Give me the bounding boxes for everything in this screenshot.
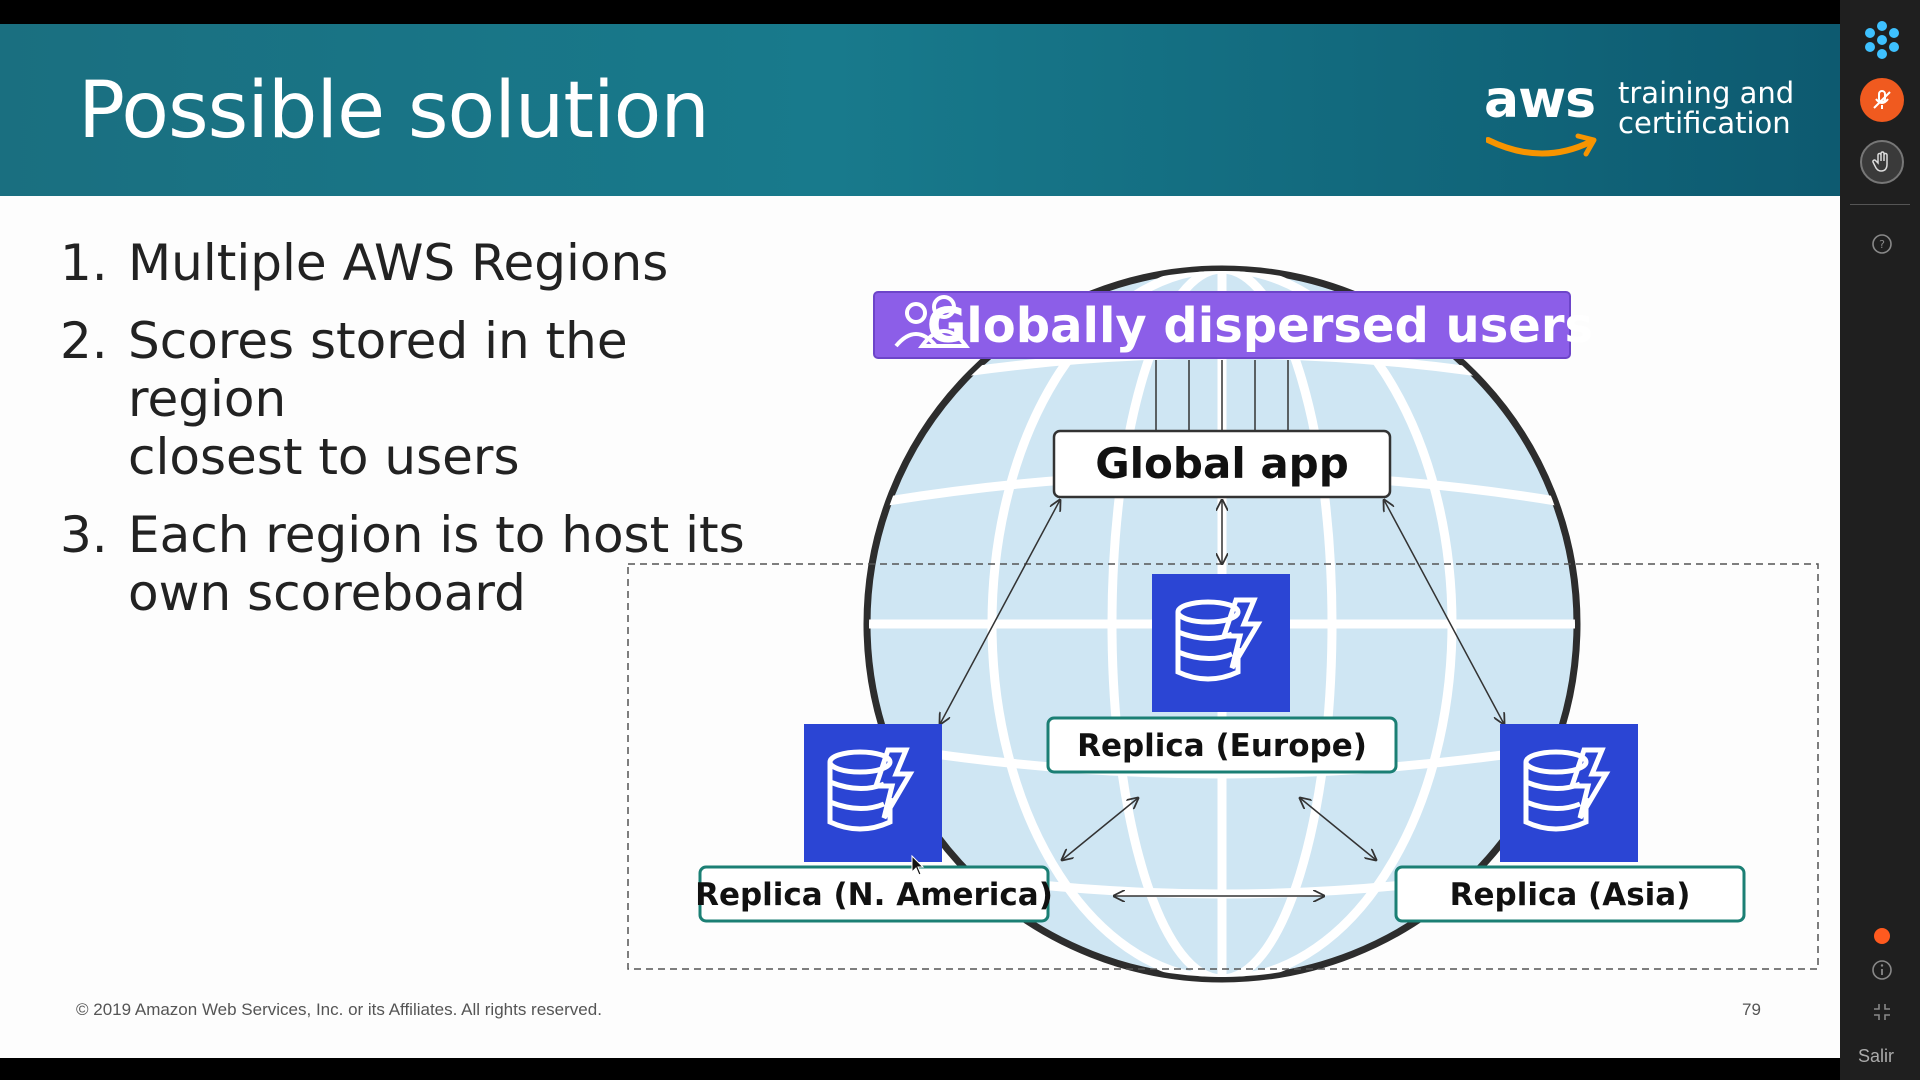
aws-tagline-line2: certification (1618, 106, 1791, 140)
replica-asia-label: Replica (Asia) (1450, 877, 1691, 913)
users-group-icon (894, 295, 970, 348)
list-line: Multiple AWS Regions (128, 234, 669, 292)
app-logo-icon[interactable] (1860, 18, 1904, 62)
page-number: 79 (1742, 1000, 1761, 1019)
dynamodb-icon (804, 724, 942, 862)
copyright-footer: © 2019 Amazon Web Services, Inc. or its … (76, 1000, 602, 1019)
aws-tagline: training and certification (1618, 78, 1838, 138)
list-number: 1. (60, 234, 108, 292)
aws-training-logo: aws training and certification (1484, 70, 1794, 157)
raise-hand-icon[interactable] (1860, 140, 1904, 184)
dynamodb-icon (1152, 574, 1290, 712)
list-line: closest to users (128, 428, 520, 486)
meeting-sidebar: ? Salir (1840, 0, 1920, 1080)
list-item: 1. Multiple AWS Regions (60, 234, 780, 292)
list-line: Each region is to host its (128, 506, 745, 564)
aws-wordmark: aws (1484, 70, 1596, 130)
help-icon[interactable]: ? (1860, 222, 1904, 266)
list-item: 3. Each region is to host its own scoreb… (60, 506, 780, 622)
sidebar-divider (1850, 204, 1910, 205)
recording-dot-icon (1874, 928, 1890, 944)
list-line: own scoreboard (128, 564, 526, 622)
mouse-cursor-icon (911, 854, 925, 876)
aws-tagline-line1: training and (1618, 76, 1795, 110)
replica-europe-box: Replica (Europe) (1046, 716, 1398, 774)
dynamodb-icon (1500, 724, 1638, 862)
replica-asia-box: Replica (Asia) (1394, 865, 1746, 923)
exit-button[interactable]: Salir (1858, 1046, 1895, 1066)
replica-namerica-label: Replica (N. America) (695, 877, 1053, 913)
list-number: 2. (60, 312, 108, 370)
presentation-slide: Possible solution aws training and certi… (0, 24, 1840, 1058)
replica-europe-label: Replica (Europe) (1077, 728, 1367, 764)
slide-header: Possible solution aws training and certi… (0, 24, 1840, 196)
info-icon[interactable] (1860, 948, 1904, 992)
slide-title: Possible solution (78, 66, 710, 156)
replication-arrows (940, 500, 1504, 896)
users-label: Globally dispersed users (927, 298, 1593, 354)
exit-fullscreen-icon[interactable] (1860, 990, 1904, 1034)
global-app-box: Global app (1052, 429, 1392, 499)
architecture-diagram: Globally dispersed users Global app (627, 265, 1819, 983)
mute-microphone-icon[interactable] (1860, 78, 1904, 122)
list-item: 2. Scores stored in the region closest t… (60, 312, 780, 486)
svg-text:?: ? (1879, 238, 1885, 251)
solution-list: 1. Multiple AWS Regions 2. Scores stored… (60, 234, 780, 642)
list-number: 3. (60, 506, 108, 564)
users-banner: Globally dispersed users (873, 291, 1593, 359)
global-app-label: Global app (1095, 439, 1349, 488)
list-line: Scores stored in the region (128, 312, 628, 428)
aws-smile-icon (1486, 133, 1597, 157)
replica-namerica-box: Replica (N. America) (695, 865, 1053, 923)
